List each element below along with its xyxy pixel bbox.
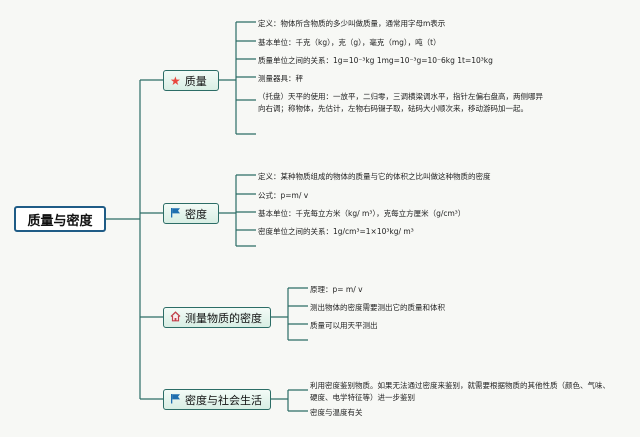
branch-density-label: 密度 (185, 207, 207, 221)
leaf-mass-relations: 质量单位之间的关系：1g=10⁻³kg 1mg=10⁻³g=10⁻6kg 1t=… (258, 56, 493, 65)
branch-density-society-label: 密度与社会生活 (185, 393, 262, 407)
star-icon: ★ (170, 73, 181, 88)
leaf-density-temperature: 密度与温度有关 (310, 408, 363, 417)
branch-mass-label: 质量 (184, 74, 207, 88)
leaf-density-relations: 密度单位之间的关系：1g/cm³=1×10³kg/ m³ (258, 227, 414, 236)
leaf-density-units: 基本单位：千克每立方米（kg/ m³），克每立方厘米（g/cm³） (258, 209, 466, 218)
branch-density[interactable]: 密度 (163, 203, 219, 224)
branch-measure-density[interactable]: 测量物质的密度 (163, 307, 271, 328)
leaf-mass-units: 基本单位：千克（kg），克（g），毫克（mg），吨（t） (258, 38, 441, 47)
leaf-density-definition: 定义：某种物质组成的物体的质量与它的体积之比叫做这种物质的密度 (258, 172, 491, 181)
leaf-measure-mass: 质量可以用天平测出 (310, 321, 378, 330)
house-icon (170, 310, 181, 325)
root-topic[interactable]: 质量与密度 (14, 206, 106, 232)
leaf-measure-requirement: 测出物体的密度需要测出它的质量和体积 (310, 303, 445, 312)
leaf-mass-balance-usage: （托盘）天平的使用：一放平，二归零，三调横梁调水平，指针左偏右盘高，两侧哪异向右… (258, 92, 543, 113)
leaf-mass-definition: 定义：物体所含物质的多少叫做质量，通常用字母m表示 (258, 19, 446, 28)
branch-mass[interactable]: ★ 质量 (163, 70, 219, 91)
branch-density-society[interactable]: 密度与社会生活 (163, 389, 271, 410)
root-topic-label: 质量与密度 (27, 213, 93, 229)
leaf-identify-substance: 利用密度鉴别物质。如果无法通过密度来鉴别，就需要根据物质的其他性质（颜色、气味、… (310, 381, 610, 402)
flag-icon (170, 393, 181, 407)
leaf-measure-principle: 原理：p= m/ v (310, 285, 363, 294)
leaf-density-formula: 公式：p=m/ v (258, 191, 309, 200)
branch-measure-density-label: 测量物质的密度 (185, 311, 262, 325)
leaf-mass-instrument: 测量器具：秤 (258, 74, 303, 83)
flag-icon (170, 207, 181, 221)
